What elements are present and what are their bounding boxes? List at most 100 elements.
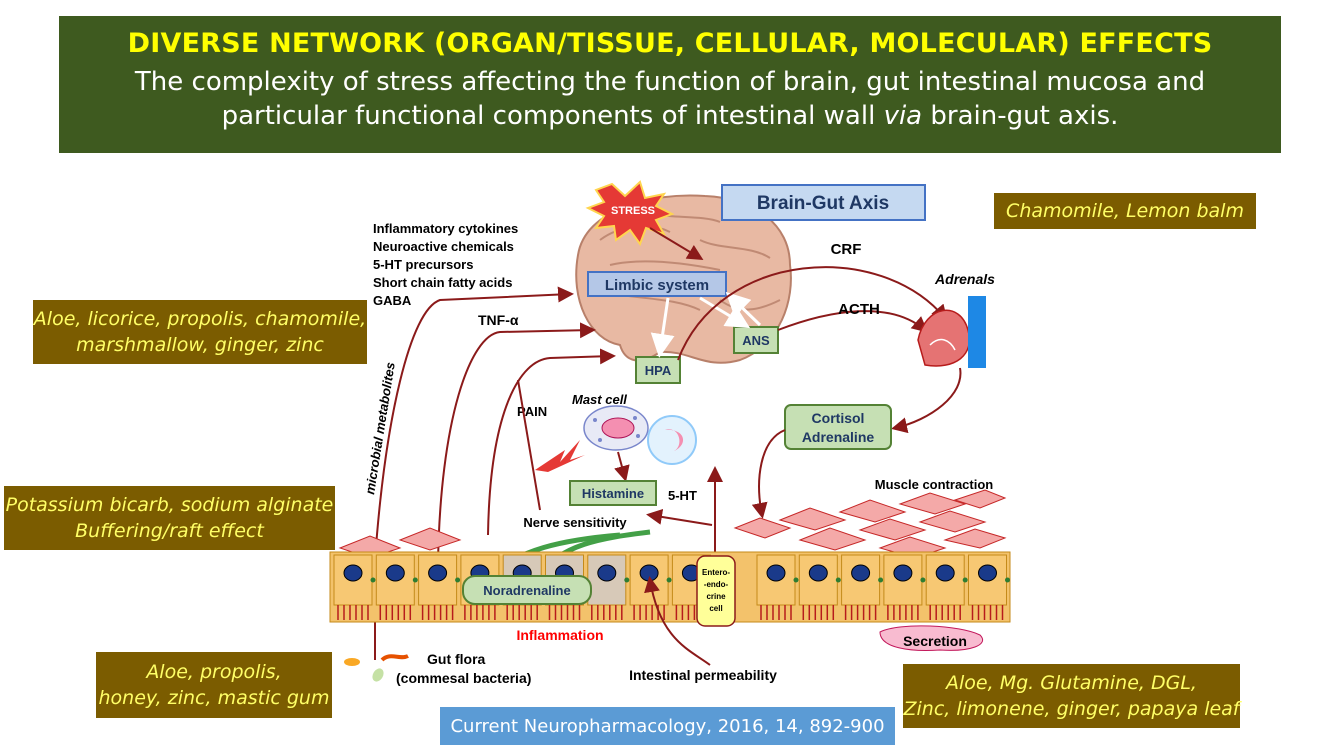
tight-junction (962, 577, 968, 583)
herb-box-aloe-glutamine: Aloe, Mg. Glutamine, DGL, Zinc, limonene… (903, 664, 1240, 728)
bacteria-icon (344, 654, 409, 682)
microvilli (506, 605, 538, 620)
permeability-label: Intestinal permeability (629, 667, 777, 683)
tight-junction (370, 577, 376, 583)
cell-nucleus (639, 564, 659, 582)
microvilli (548, 605, 581, 620)
entero-label: -endo- (704, 580, 729, 589)
herb-text: honey, zinc, mastic gum (98, 687, 330, 709)
cortisol-label: Cortisol (812, 410, 865, 426)
acth-label: ACTH (838, 301, 880, 318)
herb-text: Buffering/raft effect (75, 520, 264, 542)
microvilli (929, 605, 961, 620)
gut-flora-sub: (commesal bacteria) (396, 670, 531, 686)
microvilli (760, 605, 792, 620)
herb-text: Zinc, limonene, ginger, papaya leaf (903, 698, 1240, 720)
inflammation-label: Inflammation (516, 627, 603, 643)
signal-item: Neuroactive chemicals (373, 239, 514, 254)
tight-junction (793, 577, 799, 583)
tight-junction (1005, 577, 1010, 583)
pain-bolt-icon (535, 440, 585, 472)
adrenaline-label: Adrenaline (802, 429, 875, 445)
page-subtitle: The complexity of stress affecting the f… (59, 65, 1281, 133)
subtitle-line2-pre: particular functional components of inte… (221, 101, 884, 131)
microvilli (887, 605, 919, 620)
microvilli (802, 605, 835, 620)
herb-box-aloe-propolis: Aloe, propolis, honey, zinc, mastic gum (96, 652, 332, 718)
cell-nucleus (935, 564, 955, 582)
signal-item: GABA (373, 293, 412, 308)
herb-text: Aloe, licorice, propolis, chamomile, (33, 308, 367, 330)
muscle-label: Muscle contraction (875, 477, 994, 492)
cell-nucleus (766, 564, 786, 582)
herb-text: marshmallow, ginger, zinc (76, 334, 324, 356)
five-ht-label: 5-HT (668, 488, 697, 503)
citation-box: Current Neuropharmacology, 2016, 14, 892… (440, 707, 895, 745)
crf-label: CRF (831, 241, 862, 258)
cell-icon (647, 415, 697, 465)
epithelial-layer[interactable] (329, 551, 1011, 623)
signal-item: Short chain fatty acids (373, 275, 512, 290)
microvilli (675, 605, 708, 620)
herb-text: Aloe, Mg. Glutamine, DGL, (946, 672, 1197, 694)
mast-cell-label: Mast cell (572, 392, 627, 407)
microvilli (971, 605, 1004, 620)
herb-text: Potassium bicarb, sodium alginate (5, 494, 334, 516)
herb-box-chamomile: Chamomile, Lemon balm (994, 193, 1256, 229)
entero-label: crine (706, 592, 726, 601)
tight-junction (878, 577, 884, 583)
nerve-label: Nerve sensitivity (523, 515, 627, 530)
cell-nucleus (385, 564, 405, 582)
hpa-label: HPA (645, 363, 672, 378)
header-banner: DIVERSE NETWORK (ORGAN/TISSUE, CELLULAR,… (59, 16, 1281, 153)
histamine-label: Histamine (582, 486, 644, 501)
mast-cell-icon (583, 405, 649, 451)
cell-nucleus (851, 564, 871, 582)
citation-text: Current Neuropharmacology, 2016, 14, 892… (450, 715, 885, 737)
tight-junction (624, 577, 630, 583)
tight-junction (412, 577, 418, 583)
microvilli (421, 605, 454, 620)
cell-nucleus (808, 564, 828, 582)
microvilli (591, 605, 623, 620)
subtitle-via: via (883, 101, 923, 131)
microvilli (633, 605, 665, 620)
epithelial-cell (925, 554, 965, 606)
stress-label: STRESS (611, 205, 655, 217)
subtitle-line1: The complexity of stress affecting the f… (134, 67, 1206, 97)
microvilli (464, 605, 496, 620)
cell-nucleus (893, 564, 913, 582)
tight-junction (920, 577, 926, 583)
cell-nucleus (343, 564, 363, 582)
tight-junction (455, 577, 461, 583)
noradrenaline-label: Noradrenaline (483, 583, 570, 598)
herb-text: Aloe, propolis, (146, 661, 282, 683)
entero-label: cell (709, 604, 722, 613)
axis-title: Brain-Gut Axis (757, 193, 889, 214)
herb-box-potassium: Potassium bicarb, sodium alginate Buffer… (4, 486, 335, 550)
secretion-label: Secretion (903, 633, 967, 649)
adrenals-label: Adrenals (934, 271, 995, 287)
tight-junction (835, 577, 841, 583)
cell-nucleus (428, 564, 448, 582)
tight-junction (666, 577, 672, 583)
tnf-label: TNF-α (478, 312, 519, 328)
entero-label: Entero- (702, 568, 730, 577)
subtitle-line2-post: brain-gut axis. (922, 101, 1119, 131)
gut-flora-label: Gut flora (427, 651, 486, 667)
signal-item: Inflammatory cytokines (373, 221, 518, 236)
signal-item: 5-HT precursors (373, 257, 473, 272)
microbial-label: microbial metabolites (362, 361, 398, 495)
herb-text: Chamomile, Lemon balm (1006, 200, 1244, 222)
microvilli (337, 605, 369, 620)
adrenal-gland-illustration (917, 296, 986, 368)
cell-nucleus (597, 564, 617, 582)
ans-label: ANS (742, 333, 770, 348)
microvilli (379, 605, 412, 620)
page-title: DIVERSE NETWORK (ORGAN/TISSUE, CELLULAR,… (127, 28, 1213, 59)
herb-box-aloe-licorice: Aloe, licorice, propolis, chamomile, mar… (33, 300, 367, 364)
cell-nucleus (978, 564, 997, 582)
microvilli (844, 605, 877, 620)
limbic-label: Limbic system (605, 277, 709, 294)
